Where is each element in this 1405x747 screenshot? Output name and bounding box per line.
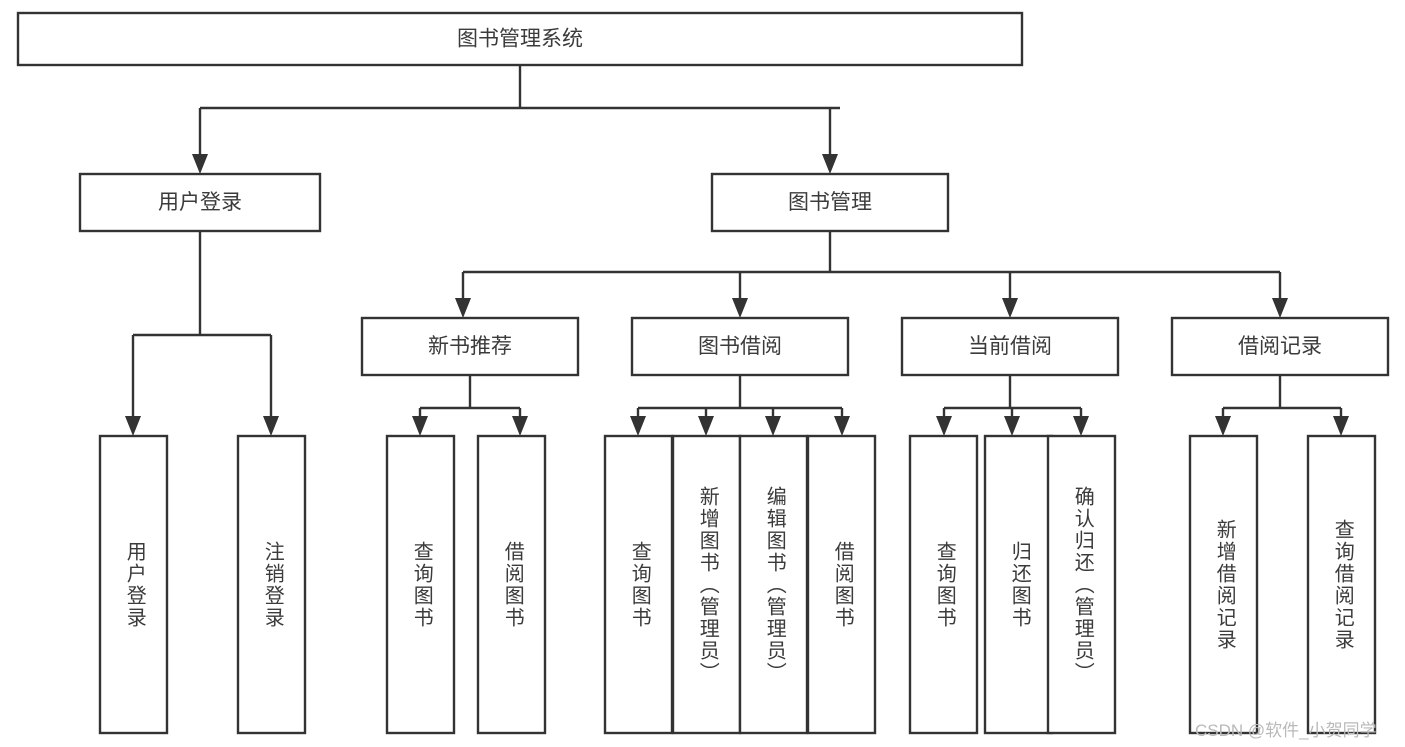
- node-root-rect[interactable]: [16, 11, 1024, 67]
- node-leaf-borrow-book-1-rect[interactable]: [476, 434, 547, 735]
- arrow-book-borrow-icon: [732, 298, 748, 318]
- arrow-borrow-record-icon: [1272, 298, 1288, 318]
- arrow-leaf-borrow-book-2-icon: [834, 416, 850, 436]
- arrow-new-book-rec-icon: [455, 298, 471, 318]
- node-leaf-add-book-rect[interactable]: [671, 434, 742, 735]
- arrow-book-manage-icon: [822, 154, 838, 174]
- arrow-leaf-user-login-icon: [125, 416, 141, 436]
- node-leaf-borrow-book-2-rect[interactable]: [806, 434, 877, 735]
- node-book-borrow[interactable]: 图书借阅: [630, 316, 850, 377]
- arrow-leaf-query-book-3-icon: [936, 416, 952, 436]
- arrow-leaf-add-record-icon: [1215, 416, 1231, 436]
- arrow-leaf-confirm-return-icon: [1073, 416, 1089, 436]
- node-leaf-query-record-rect[interactable]: [1306, 434, 1377, 735]
- node-leaf-query-book-1-rect[interactable]: [385, 434, 456, 735]
- node-borrow-record-rect[interactable]: [1170, 316, 1390, 377]
- node-book-borrow-rect[interactable]: [630, 316, 850, 377]
- node-current-borrow-rect[interactable]: [900, 316, 1120, 377]
- arrow-leaf-query-book-2-icon: [630, 416, 646, 436]
- node-current-borrow-label: 当前借阅: [968, 335, 1052, 358]
- arrow-leaf-edit-book-icon: [765, 416, 781, 436]
- node-leaf-query-book-2-rect[interactable]: [603, 434, 674, 735]
- arrow-leaf-borrow-book-1-icon: [512, 416, 528, 436]
- node-user-login-rect[interactable]: [78, 172, 322, 233]
- node-current-borrow[interactable]: 当前借阅: [900, 316, 1120, 377]
- node-leaf-logout-rect[interactable]: [236, 434, 307, 735]
- arrow-user-login-icon: [192, 154, 208, 174]
- arrow-leaf-logout-icon: [263, 416, 279, 436]
- arrow-leaf-query-book-1-icon: [412, 416, 428, 436]
- node-borrow-record-label: 借阅记录: [1238, 335, 1322, 358]
- node-leaf-user-login-rect[interactable]: [98, 434, 169, 735]
- node-leaf-return-book-rect[interactable]: [983, 434, 1054, 735]
- node-book-manage-label: 图书管理: [788, 191, 872, 214]
- node-user-login[interactable]: 用户登录: [78, 172, 322, 233]
- node-user-login-label: 用户登录: [158, 191, 242, 214]
- arrow-leaf-query-record-icon: [1333, 416, 1349, 436]
- node-leaf-confirm-return-rect[interactable]: [1046, 434, 1117, 735]
- node-new-book-rec-label: 新书推荐: [428, 335, 512, 358]
- node-book-borrow-label: 图书借阅: [698, 335, 782, 358]
- node-root[interactable]: 图书管理系统: [16, 11, 1024, 67]
- arrow-leaf-add-book-icon: [698, 416, 714, 436]
- node-leaf-query-book-3-rect[interactable]: [908, 434, 979, 735]
- node-leaf-edit-book-rect[interactable]: [738, 434, 809, 735]
- node-borrow-record[interactable]: 借阅记录: [1170, 316, 1390, 377]
- node-new-book-rec[interactable]: 新书推荐: [360, 316, 580, 377]
- csdn-watermark: CSDN @软件_小贺同学: [1195, 721, 1377, 740]
- node-book-manage-rect[interactable]: [710, 172, 950, 233]
- node-new-book-rec-rect[interactable]: [360, 316, 580, 377]
- arrowheads-layer: [125, 154, 1349, 436]
- node-leaf-add-record-rect[interactable]: [1188, 434, 1259, 735]
- node-root-label: 图书管理系统: [457, 28, 583, 51]
- node-book-manage[interactable]: 图书管理: [710, 172, 950, 233]
- arrow-leaf-return-book-icon: [1004, 416, 1020, 436]
- arrow-current-borrow-icon: [1002, 298, 1018, 318]
